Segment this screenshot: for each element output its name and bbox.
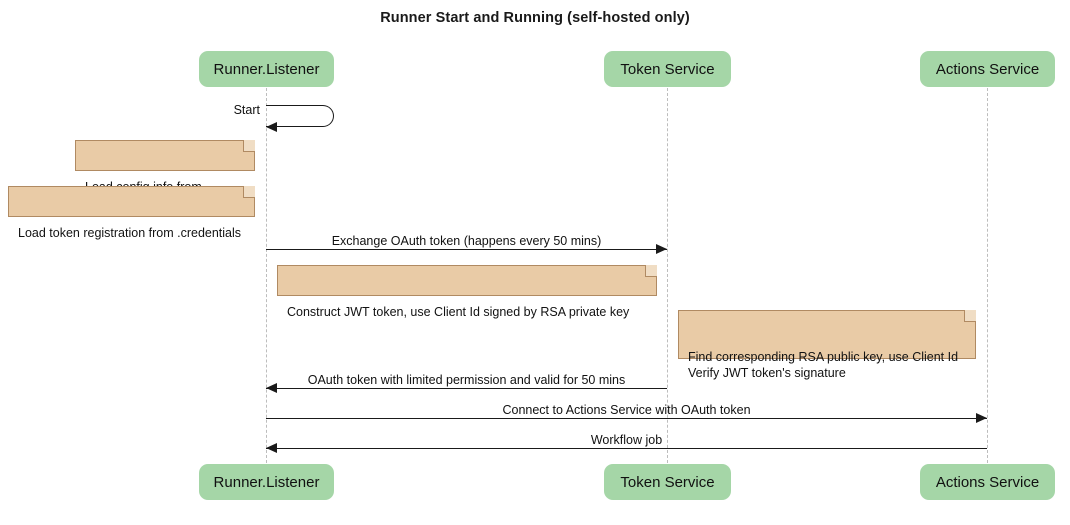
note-load-config: Load config info from .runner bbox=[75, 140, 255, 210]
participant-label: Runner.Listener bbox=[213, 60, 320, 78]
note-fold-corner bbox=[964, 310, 976, 322]
participant-label: Runner.Listener bbox=[213, 473, 320, 491]
message-line-oauth-token-response bbox=[266, 388, 667, 389]
note-text: Load token registration from .credential… bbox=[18, 226, 242, 240]
note-fold-corner bbox=[645, 265, 657, 277]
message-line-connect-actions-service bbox=[266, 418, 987, 419]
lifeline-runner bbox=[266, 88, 267, 463]
lifeline-token bbox=[667, 88, 668, 463]
participant-label: Token Service bbox=[620, 60, 715, 78]
note-text: Find corresponding RSA public key, use C… bbox=[688, 350, 959, 380]
self-message-start-arrowhead bbox=[266, 121, 277, 132]
self-message-start-loop bbox=[266, 105, 334, 127]
note-construct-jwt: Construct JWT token, use Client Id signe… bbox=[277, 265, 657, 319]
note-text: Construct JWT token, use Client Id signe… bbox=[287, 305, 630, 319]
participant-label: Token Service bbox=[620, 473, 715, 491]
page-title: Runner Start and Running (self-hosted on… bbox=[380, 10, 690, 26]
participant-runner-top[interactable]: Runner.Listener bbox=[199, 51, 334, 87]
message-arrowhead-workflow-job bbox=[266, 442, 277, 453]
note-fold-corner bbox=[243, 186, 255, 198]
participant-token-top[interactable]: Token Service bbox=[604, 51, 731, 87]
message-label-workflow-job: Workflow job bbox=[590, 433, 663, 447]
message-label-oauth-token-response: OAuth token with limited permission and … bbox=[307, 373, 626, 387]
participant-token-bottom[interactable]: Token Service bbox=[604, 464, 731, 500]
note-fold-corner bbox=[243, 140, 255, 152]
message-label-start: Start bbox=[233, 103, 260, 117]
participant-actions-bottom[interactable]: Actions Service bbox=[920, 464, 1055, 500]
message-arrowhead-connect-actions-service bbox=[976, 412, 987, 423]
note-verify-jwt: Find corresponding RSA public key, use C… bbox=[678, 310, 976, 380]
message-arrowhead-exchange-oauth-token bbox=[656, 243, 667, 254]
message-arrowhead-oauth-token-response bbox=[266, 382, 277, 393]
message-line-exchange-oauth-token bbox=[266, 249, 667, 250]
message-label-connect-actions-service: Connect to Actions Service with OAuth to… bbox=[502, 403, 751, 417]
message-line-workflow-job bbox=[266, 448, 987, 449]
message-label-exchange-oauth-token: Exchange OAuth token (happens every 50 m… bbox=[331, 234, 602, 248]
participant-actions-top[interactable]: Actions Service bbox=[920, 51, 1055, 87]
participant-label: Actions Service bbox=[935, 473, 1040, 491]
participant-label: Actions Service bbox=[935, 60, 1040, 78]
participant-runner-bottom[interactable]: Runner.Listener bbox=[199, 464, 334, 500]
lifeline-actions bbox=[987, 88, 988, 463]
note-load-token-registration: Load token registration from .credential… bbox=[8, 186, 255, 240]
